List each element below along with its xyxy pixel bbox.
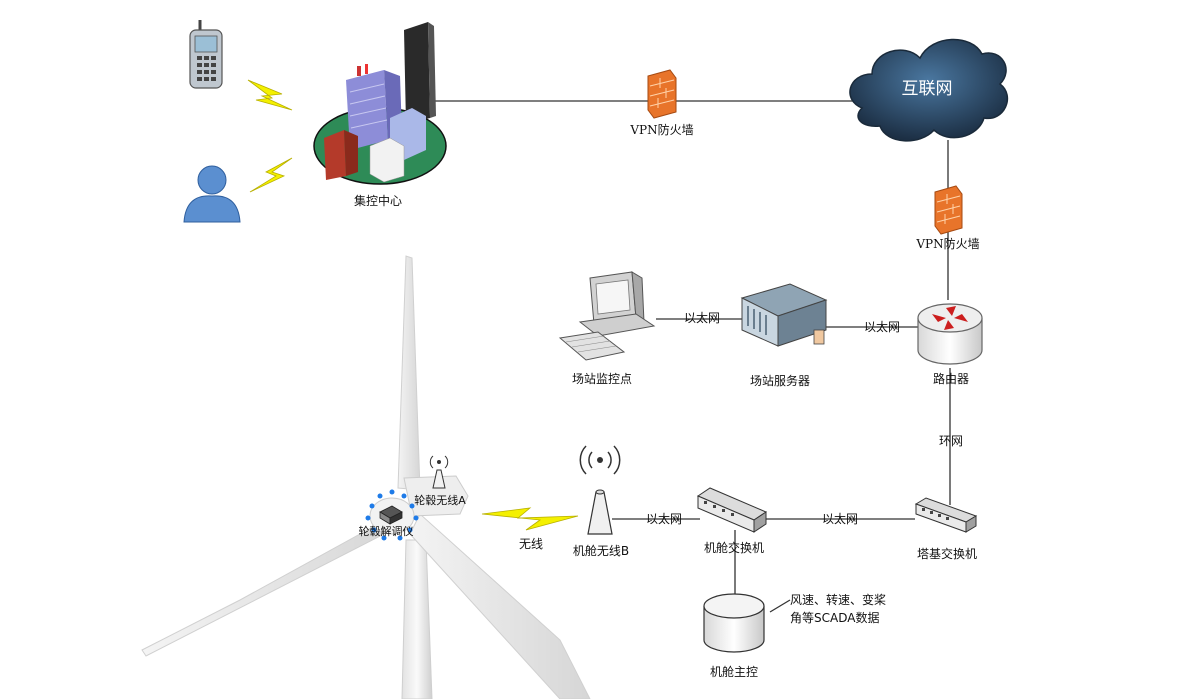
vpn-firewall-top-icon xyxy=(647,69,677,119)
station-server-icon xyxy=(740,283,828,347)
nacelle-switch-label: 机舱交换机 xyxy=(704,540,764,555)
nacelle-main-control-icon xyxy=(703,593,765,653)
ethernet-label-wireless-switch: 以太网 xyxy=(646,511,682,526)
vpn-firewall-top-label: VPN防火墙 xyxy=(629,122,693,137)
ethernet-label-server-router: 以太网 xyxy=(864,319,900,334)
vpn-firewall-right-label: VPN防火墙 xyxy=(915,236,979,251)
lightning-bolt-icon xyxy=(247,79,293,111)
wireless-label: 无线 xyxy=(519,537,543,551)
hub-sensor-dots xyxy=(365,489,419,541)
vpn-firewall-right-icon xyxy=(934,185,963,235)
turbine-blade-right xyxy=(409,513,591,699)
tower-base-switch-icon xyxy=(914,497,978,533)
mobile-phone-icon xyxy=(189,20,223,89)
nacelle-wireless-b-label: 机舱无线B xyxy=(573,544,629,558)
hub-wireless-a-label: 轮毂无线A xyxy=(414,493,466,507)
internet-label: 互联网 xyxy=(902,79,953,99)
connection-lines xyxy=(430,100,951,613)
nacelle-switch-icon xyxy=(696,487,768,533)
station-server-label: 场站服务器 xyxy=(750,373,810,388)
scada-data-label-line1: 风速、转速、变桨 xyxy=(790,592,886,607)
ethernet-label-switch-tower: 以太网 xyxy=(822,511,858,526)
turbine-blade-top xyxy=(397,255,421,491)
scada-data-label-line2: 角等SCADA数据 xyxy=(790,610,879,625)
hub-analyzer-label: 轮毂解调仪 xyxy=(359,524,414,538)
router-icon xyxy=(917,303,983,365)
hub-analyzer-device-icon xyxy=(379,505,403,525)
wireless-lightning-icon xyxy=(481,507,579,531)
ethernet-label-monitor-server: 以太网 xyxy=(684,310,720,325)
station-monitor-computer-icon xyxy=(558,271,656,361)
nacelle-wireless-b-antenna-icon xyxy=(579,445,621,535)
line-scada-callout xyxy=(769,599,791,613)
ring-network-label: 环网 xyxy=(939,434,963,448)
station-monitor-label: 场站监控点 xyxy=(572,372,632,386)
lightning-bolt-icon xyxy=(249,157,293,193)
control-center-label: 集控中心 xyxy=(354,193,402,208)
tower-base-switch-label: 塔基交换机 xyxy=(917,546,977,561)
wind-turbine-icon xyxy=(141,255,591,699)
hub-wireless-a-antenna-icon xyxy=(429,455,449,489)
nacelle-main-control-label: 机舱主控 xyxy=(710,665,758,679)
internet-cloud-icon xyxy=(849,38,1009,142)
router-label: 路由器 xyxy=(933,371,969,386)
control-center-icon xyxy=(313,22,447,185)
user-icon xyxy=(183,165,241,223)
